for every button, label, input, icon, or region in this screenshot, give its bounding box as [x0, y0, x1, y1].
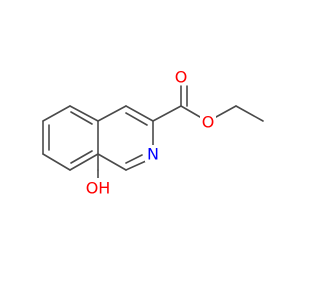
atom-labels: N O O OH [84, 67, 216, 198]
bond-c2-carbonyl [152, 105, 182, 122]
bond-ch2-ch3 [235, 105, 264, 122]
bond-c4a-c5 [42, 105, 71, 122]
bonds [42, 85, 264, 181]
bond-ether-o-ch2 [215, 105, 237, 118]
hydroxyl-label-mask [84, 178, 112, 198]
n-label-mask [145, 145, 161, 162]
bond-c6-c7 [42, 153, 71, 171]
bond-c3-c8 [97, 153, 127, 171]
bond-c7-c8 [69, 153, 99, 171]
bond-c8a-c1 [97, 105, 127, 122]
bond-c7-c8-inner [70, 150, 93, 164]
bond-carbonyl-ether-o [180, 105, 201, 118]
bond-n-c3 [125, 160, 147, 171]
bond-c1-c2 [125, 105, 154, 122]
nitrogen-label: N [147, 145, 159, 164]
ether-o-label-mask [200, 113, 216, 131]
bond-c8a-c4a-inner [70, 111, 93, 125]
ether-oxygen-label: O [202, 113, 215, 132]
bond-c8a-c4a [69, 105, 99, 122]
carbonyl-o-label-mask [176, 67, 192, 85]
hydroxyl-label: OH [86, 179, 111, 198]
bond-c1-c2-inner [125, 112, 148, 126]
bond-n-c3-inner [125, 154, 143, 164]
carbonyl-oxygen-label: O [175, 68, 188, 87]
molecule-structure: N O O OH [42, 67, 264, 198]
